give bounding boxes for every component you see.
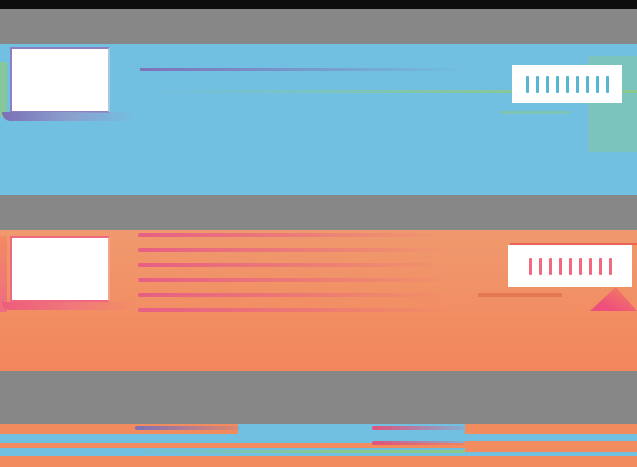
logo-placeholder-card xyxy=(10,236,110,302)
purple-menu-line xyxy=(140,68,470,71)
tick-icon xyxy=(565,75,569,93)
tick-icon xyxy=(568,257,572,275)
text-line xyxy=(138,308,478,312)
tick-icon xyxy=(525,75,529,93)
orange-banner xyxy=(0,230,637,371)
red-accent-line xyxy=(510,243,637,245)
tick-marks xyxy=(525,75,609,93)
logo-card-shadow xyxy=(2,112,154,121)
tick-icon xyxy=(575,75,579,93)
pink-edge-stripe xyxy=(0,236,7,312)
orange-stripe xyxy=(465,441,637,452)
tick-icon xyxy=(558,257,562,275)
tick-icon xyxy=(595,75,599,93)
tick-icon xyxy=(585,75,589,93)
tick-icon xyxy=(545,75,549,93)
triangle-icon xyxy=(590,287,637,311)
top-black-bar xyxy=(0,0,637,9)
text-line xyxy=(138,278,478,282)
green-underline xyxy=(500,111,570,114)
bottom-layered-banners xyxy=(0,424,637,467)
middle-gray-bar xyxy=(0,195,637,230)
tick-icon xyxy=(555,75,559,93)
text-placeholder-lines xyxy=(138,233,478,312)
blue-banner xyxy=(0,44,637,195)
tick-icon xyxy=(598,257,602,275)
tick-icon xyxy=(578,257,582,275)
tick-marks xyxy=(528,257,612,275)
logo-card-shadow xyxy=(2,302,154,310)
tick-icon xyxy=(528,257,532,275)
text-line xyxy=(138,233,478,237)
magenta-accent-line xyxy=(372,441,465,445)
button-placeholder-card xyxy=(512,65,622,103)
green-menu-line xyxy=(150,90,637,93)
blue-stripe xyxy=(465,452,637,456)
purple-accent-line xyxy=(135,426,240,430)
tick-icon xyxy=(605,75,609,93)
text-line xyxy=(138,293,478,297)
text-line xyxy=(138,248,478,252)
tick-icon xyxy=(588,257,592,275)
blue-stripe xyxy=(0,434,637,443)
text-line xyxy=(138,263,478,267)
tick-icon xyxy=(548,257,552,275)
button-placeholder-card xyxy=(508,245,632,287)
top-gray-bar xyxy=(0,9,637,44)
tick-icon xyxy=(538,257,542,275)
tick-icon xyxy=(535,75,539,93)
tick-icon xyxy=(608,257,612,275)
green-edge-stripe xyxy=(0,62,7,117)
green-accent-line xyxy=(140,450,465,453)
magenta-accent-line xyxy=(372,426,465,430)
dark-orange-line xyxy=(478,293,562,297)
bottom-gray-bar xyxy=(0,371,637,424)
logo-placeholder-card xyxy=(10,47,110,113)
